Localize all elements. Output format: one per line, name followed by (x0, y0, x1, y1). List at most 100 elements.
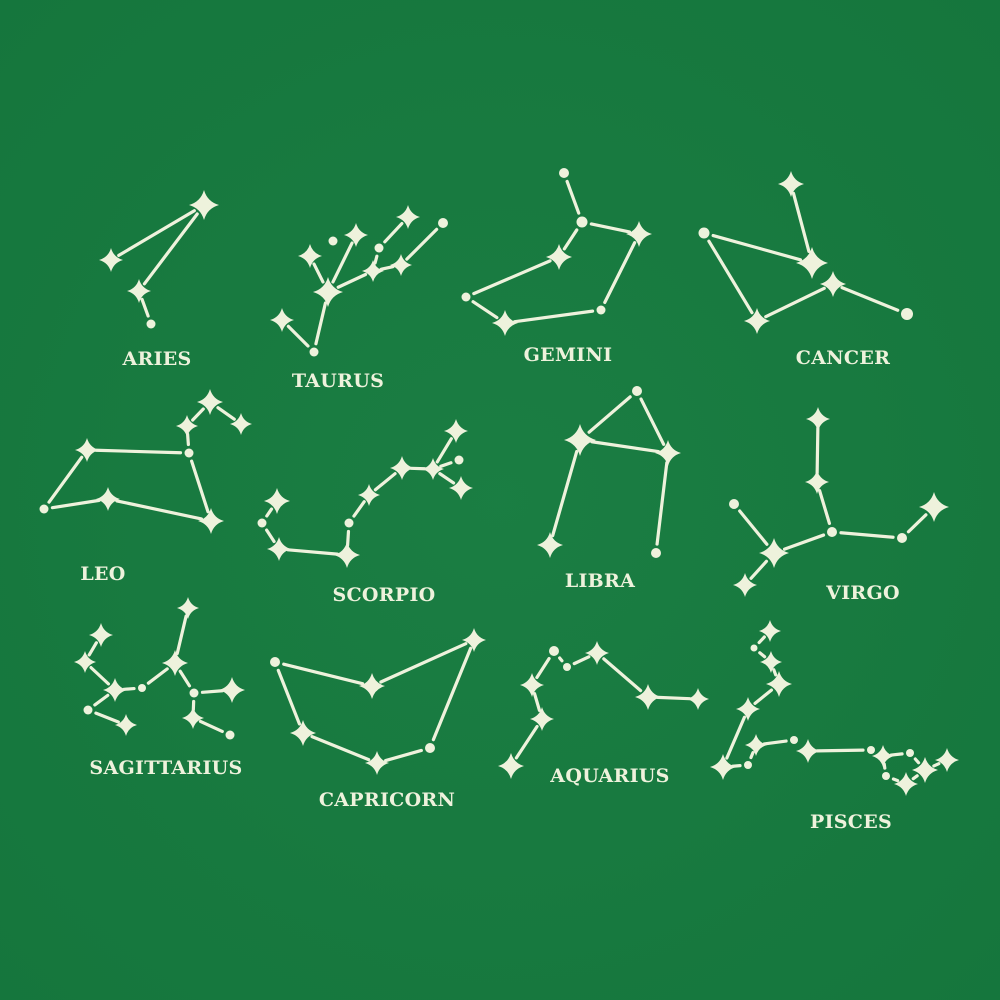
sparkle-star-icon (449, 476, 473, 500)
constellation-line (265, 507, 274, 518)
sparkle-star-icon (298, 244, 322, 268)
sparkle-star-icon (585, 641, 609, 665)
sparkle-star-icon (127, 279, 151, 303)
constellation-line (198, 719, 224, 734)
dot-star-icon (901, 308, 913, 320)
dot-star-icon (438, 218, 448, 228)
sparkle-star-icon (733, 573, 757, 597)
sparkle-star-icon (313, 277, 343, 307)
dot-star-icon (344, 518, 354, 528)
constellation-label-pisces: PISCES (809, 811, 893, 833)
dot-star-icon (184, 448, 194, 458)
constellation-label-gemini: GEMINI (523, 344, 613, 366)
sparkle-star-icon (530, 707, 554, 731)
constellation-line (551, 449, 579, 538)
sparkle-star-icon (365, 751, 389, 775)
dot-star-icon (827, 527, 837, 537)
constellation-line (817, 489, 832, 525)
constellation-libra (537, 386, 681, 558)
constellation-scorpio (257, 419, 473, 568)
constellation-line (286, 548, 339, 556)
dot-star-icon (563, 663, 571, 671)
dot-star-icon (596, 305, 606, 315)
dot-star-icon (549, 646, 559, 656)
constellation-line (913, 757, 921, 765)
dot-star-icon (559, 168, 569, 178)
sparkle-star-icon (537, 532, 563, 558)
dot-star-icon (189, 688, 199, 698)
constellation-line (115, 499, 204, 521)
sparkle-star-icon (177, 597, 199, 619)
constellation-line (815, 426, 820, 475)
sparkle-star-icon (176, 415, 198, 437)
constellation-line (749, 559, 769, 580)
dot-star-icon (576, 216, 588, 228)
constellation-virgo (729, 407, 949, 597)
dot-star-icon (257, 518, 267, 528)
sparkle-star-icon (115, 714, 137, 736)
constellation-line (772, 668, 778, 677)
sparkle-star-icon (805, 470, 829, 494)
sparkle-star-icon (290, 720, 316, 746)
constellation-line (265, 528, 276, 544)
constellation-line (438, 472, 456, 485)
constellation-line (379, 265, 395, 271)
constellation-line (572, 655, 591, 666)
constellation-line (707, 239, 754, 315)
constellation-line (558, 656, 564, 663)
constellation-sagittarius (74, 597, 245, 740)
constellation-line (312, 262, 325, 284)
sparkle-star-icon (219, 677, 245, 703)
sparkle-star-icon (492, 310, 518, 336)
dot-star-icon (309, 347, 319, 357)
sparkle-star-icon (759, 538, 789, 568)
constellation-label-cancer: CANCER (795, 347, 891, 369)
constellation-line (757, 635, 766, 645)
constellation-line (911, 774, 919, 781)
sparkle-star-icon (390, 254, 412, 276)
sparkle-star-icon (74, 651, 96, 673)
dot-star-icon (146, 319, 156, 329)
constellation-line (336, 272, 368, 289)
constellation-line (513, 309, 595, 324)
sparkle-star-icon (894, 772, 918, 796)
sparkle-star-icon (103, 678, 127, 702)
sparkle-star-icon (96, 487, 120, 511)
constellation-line (94, 448, 183, 455)
sparkle-star-icon (390, 456, 414, 480)
sparkle-star-icon (462, 628, 486, 652)
constellation-label-virgo: VIRGO (826, 582, 900, 604)
constellation-line (782, 533, 826, 551)
constellation-line (439, 461, 453, 468)
sparkle-star-icon (189, 190, 219, 220)
constellation-line (50, 498, 101, 510)
sparkle-star-icon (710, 754, 736, 780)
dot-star-icon (374, 243, 384, 253)
sparkle-star-icon (197, 389, 223, 415)
dot-star-icon (425, 743, 435, 753)
constellation-line (373, 254, 379, 265)
sparkle-star-icon (820, 271, 846, 297)
sparkle-star-icon (546, 244, 572, 270)
constellation-line (379, 642, 468, 684)
constellation-line (891, 777, 900, 783)
constellation-line (178, 669, 192, 688)
dot-star-icon (138, 684, 146, 692)
sparkle-star-icon (736, 697, 760, 721)
constellation-line (753, 688, 774, 705)
constellation-line (603, 241, 637, 304)
dot-star-icon (750, 644, 758, 652)
constellation-line (749, 751, 755, 760)
sparkle-star-icon (635, 684, 661, 710)
constellation-line (762, 739, 788, 746)
dot-star-icon (867, 746, 875, 754)
dot-star-icon (882, 772, 890, 780)
constellation-line (535, 656, 551, 680)
constellation-line (471, 300, 499, 320)
constellation-line (122, 686, 136, 691)
constellation-cancer (698, 171, 913, 334)
sparkle-star-icon (362, 260, 384, 282)
constellation-line (331, 241, 354, 284)
